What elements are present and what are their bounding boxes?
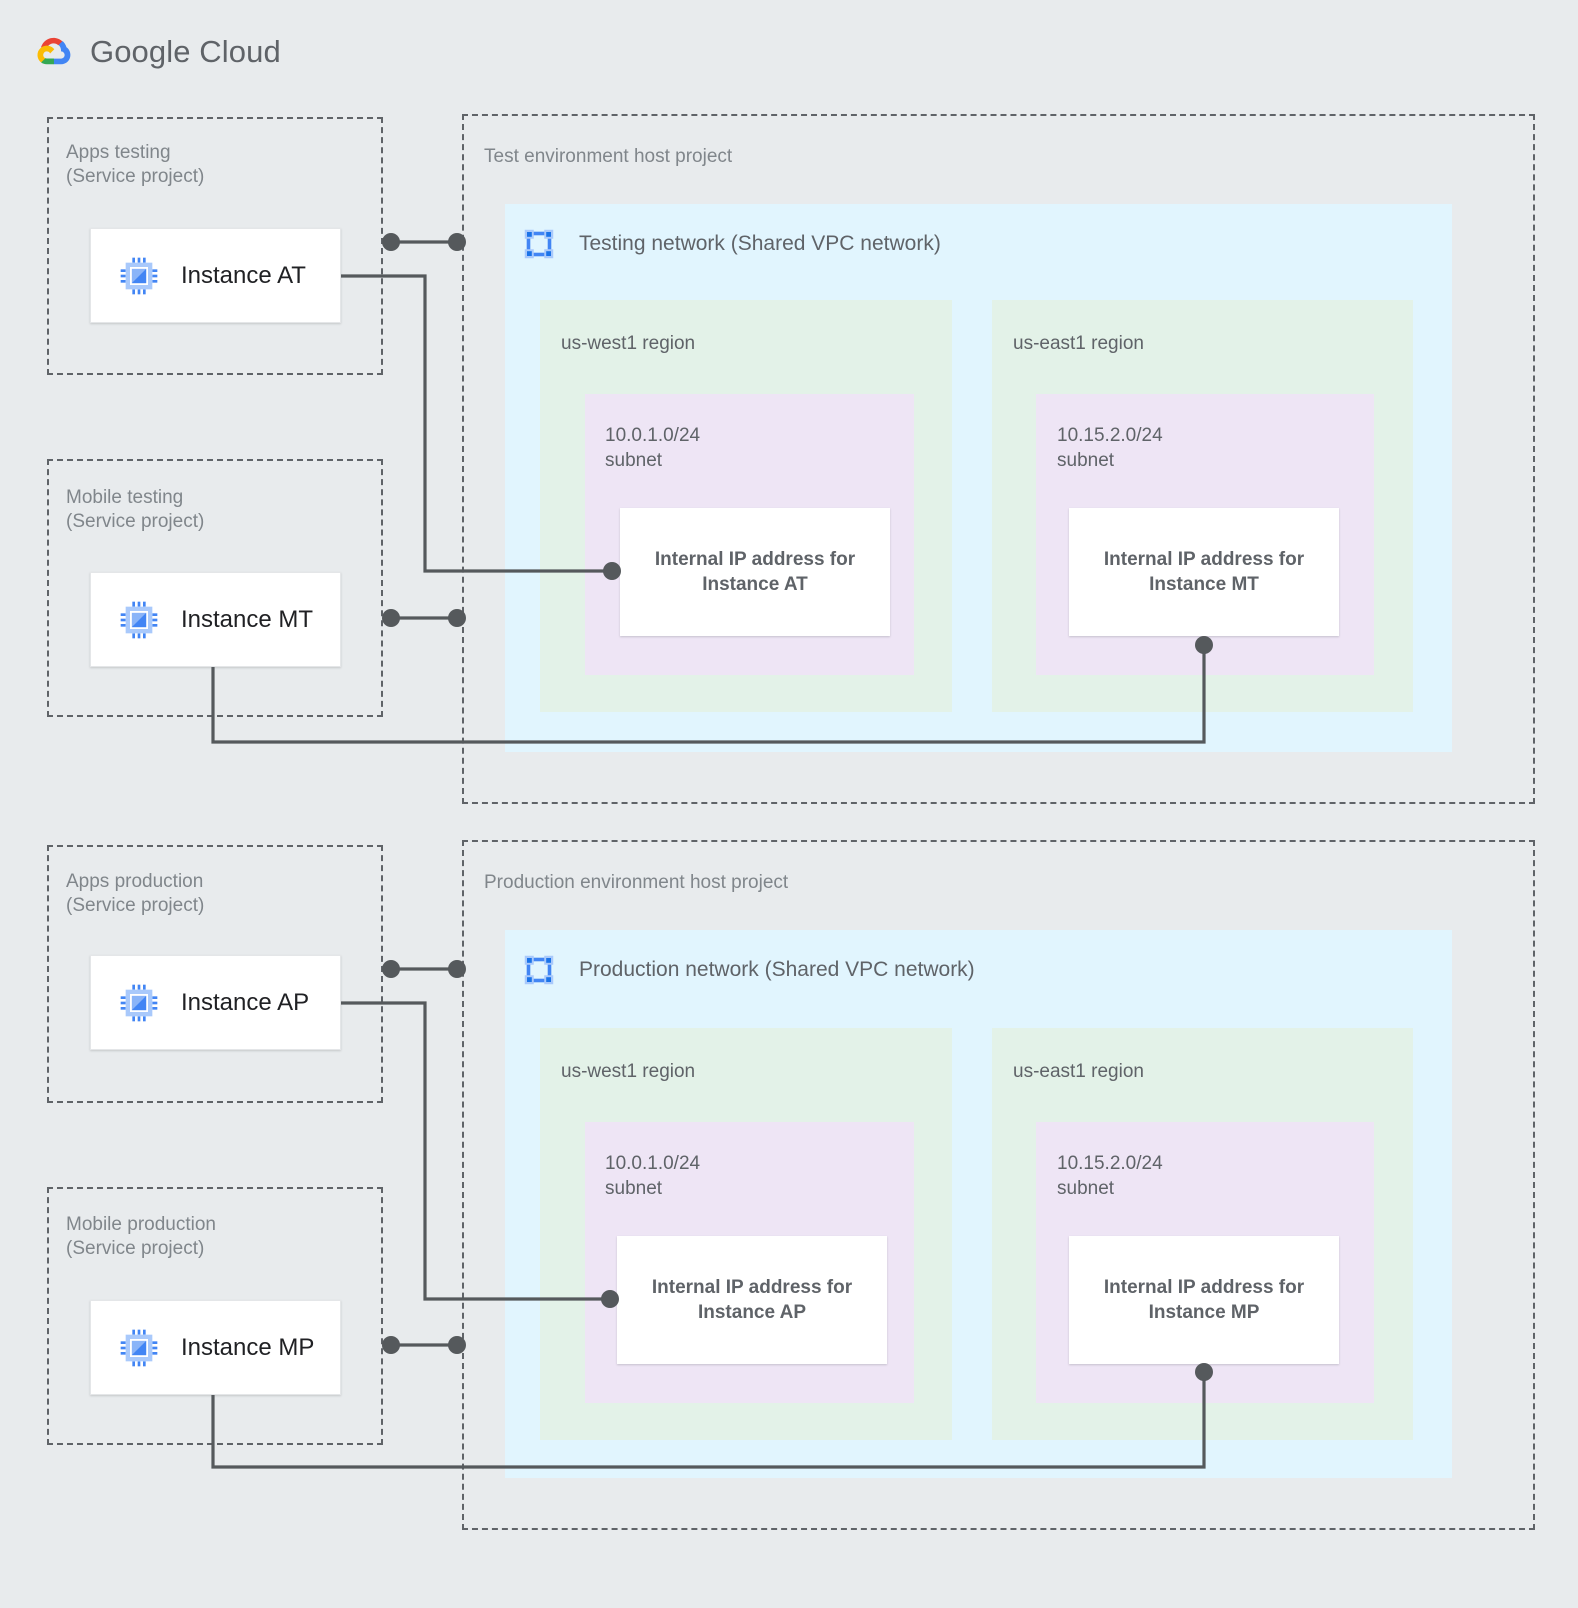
region-us-east1-production-label: us-east1 region (1013, 1061, 1144, 1082)
service-project-mobile-testing-label: Mobile testing (Service project) (66, 487, 205, 533)
instance-card-mt[interactable]: Instance MT (90, 572, 341, 667)
cpu-chip-icon (120, 984, 158, 1021)
google-cloud-logo-icon (37, 37, 71, 65)
internal-ip-card-at-text: Internal IP address for Instance AT (654, 548, 856, 595)
subnet-10-0-1-0-24-production-label: 10.0.1.0/24 subnet (605, 1153, 701, 1199)
cpu-chip-icon (120, 257, 158, 294)
logo-word-cloud: Cloud (199, 34, 281, 69)
logo-word-google: Google (90, 34, 191, 69)
internal-ip-card-at[interactable]: Internal IP address for Instance AT (620, 508, 890, 636)
subnet-10-0-1-0-24-test-label: 10.0.1.0/24 subnet (605, 425, 701, 471)
internal-ip-card-mt-text: Internal IP address for Instance MT (1103, 548, 1305, 595)
vpc-network-production-title: Production network (Shared VPC network) (579, 958, 975, 981)
instance-card-at[interactable]: Instance AT (90, 228, 341, 323)
internal-ip-card-mp-text: Internal IP address for Instance MP (1103, 1276, 1305, 1323)
internal-ip-card-mp[interactable]: Internal IP address for Instance MP (1069, 1236, 1339, 1364)
instance-label-ap: Instance AP (181, 988, 310, 1016)
vpc-network-icon (524, 955, 554, 985)
subnet-10-15-2-0-24-test-label: 10.15.2.0/24 subnet (1057, 425, 1163, 471)
connector-apps-testing-to-host (382, 233, 466, 251)
service-project-apps-testing-label: Apps testing (Service project) (66, 142, 205, 188)
instance-label-mp: Instance MP (181, 1333, 315, 1361)
subnet-10-15-2-0-24-production-label: 10.15.2.0/24 subnet (1057, 1153, 1163, 1199)
service-project-apps-production-label: Apps production (Service project) (66, 871, 205, 917)
vpc-network-testing-title: Testing network (Shared VPC network) (579, 232, 941, 255)
instance-label-at: Instance AT (181, 261, 306, 289)
vpc-network-icon (524, 229, 554, 259)
instance-card-ap[interactable]: Instance AP (90, 955, 341, 1050)
host-project-test-label: Test environment host project (484, 146, 733, 167)
connector-mobile-testing-to-host (382, 609, 466, 627)
cpu-chip-icon (120, 1329, 158, 1366)
region-us-west1-production-label: us-west1 region (561, 1061, 696, 1082)
host-project-production-label: Production environment host project (484, 872, 789, 893)
connector-mobile-production-to-host (382, 1336, 466, 1354)
internal-ip-card-ap-text: Internal IP address for Instance AP (651, 1276, 853, 1323)
vpc-network-production-header: Production network (Shared VPC network) (521, 952, 975, 988)
cpu-chip-icon (120, 601, 158, 638)
logo-wordmark: Google Cloud (90, 34, 281, 70)
connector-apps-production-to-host (382, 960, 466, 978)
region-us-west1-test-label: us-west1 region (561, 333, 696, 354)
internal-ip-card-mt[interactable]: Internal IP address for Instance MT (1069, 508, 1339, 636)
instance-card-mp[interactable]: Instance MP (90, 1300, 341, 1395)
region-us-east1-test-label: us-east1 region (1013, 333, 1144, 354)
vpc-network-testing-header: Testing network (Shared VPC network) (521, 226, 941, 262)
google-cloud-logo: Google Cloud (34, 34, 281, 70)
internal-ip-card-ap[interactable]: Internal IP address for Instance AP (617, 1236, 887, 1364)
service-project-mobile-production-label: Mobile production (Service project) (66, 1214, 216, 1260)
instance-label-mt: Instance MT (181, 605, 314, 633)
